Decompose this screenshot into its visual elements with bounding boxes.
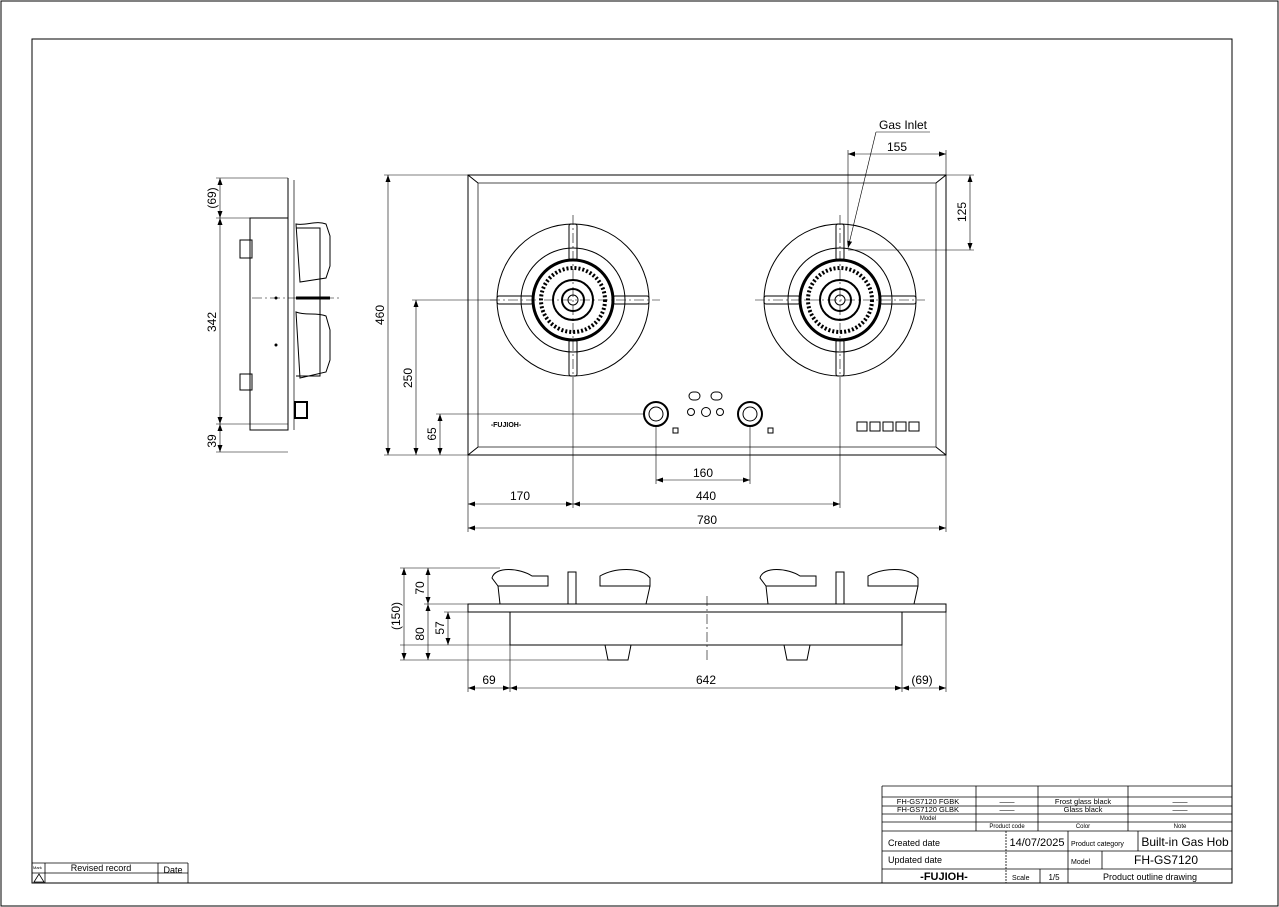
left-knob [643, 401, 669, 427]
drawing-title: Product outline drawing [1103, 872, 1197, 882]
front-view [400, 567, 947, 692]
row1-color: Frost glass black [1055, 797, 1112, 806]
revision-block-text: Mark Revised record Date [33, 863, 183, 875]
revision-block [32, 862, 189, 883]
revision-date-label: Date [163, 865, 182, 875]
gas-inlet-label: Gas Inlet [879, 118, 928, 132]
row1-code: —— [1000, 797, 1016, 806]
dim-440: 440 [696, 489, 716, 503]
revision-mark-label: Mark [33, 865, 42, 870]
side-view-labels: (69) 342 39 [205, 187, 219, 447]
side-dim-39: 39 [205, 434, 219, 448]
hob-glass-bevel [477, 182, 937, 448]
side-view [216, 177, 340, 453]
category-value: Built-in Gas Hob [1141, 835, 1229, 849]
front-dim-80: 80 [413, 627, 427, 641]
row2-model: FH-GS7120 GLBK [897, 805, 959, 814]
row2-code: —— [1000, 805, 1016, 814]
hob-brand-mark: -FUJIOH- [491, 422, 522, 429]
title-block-text: FH-GS7120 FGBK —— Frost glass black —— F… [888, 797, 1229, 883]
front-dim-57: 57 [433, 621, 447, 635]
dim-780: 780 [697, 513, 717, 527]
created-label: Created date [888, 838, 940, 848]
row1-note: —— [1173, 797, 1189, 806]
front-dim-69b: (69) [911, 673, 932, 687]
updated-label: Updated date [888, 855, 942, 865]
front-dim-150: (150) [389, 602, 403, 630]
drawing-frame [31, 38, 1233, 884]
revision-record-label: Revised record [71, 863, 132, 873]
title-brand: -FUJIOH- [920, 871, 968, 883]
model-value: FH-GS7120 [1134, 853, 1198, 867]
dim-155: 155 [887, 140, 907, 154]
dim-160: 160 [693, 466, 713, 480]
side-dim-342: 342 [205, 312, 219, 332]
dim-250: 250 [401, 368, 415, 388]
dim-65: 65 [425, 427, 439, 441]
row2-color: Glass black [1064, 805, 1103, 814]
model-label: Model [1071, 859, 1091, 866]
dim-125: 125 [955, 202, 969, 222]
front-view-labels: (150) 70 80 57 69 642 (69) [389, 581, 933, 687]
hob-glass-outline [467, 174, 947, 456]
row1-model: FH-GS7120 FGBK [897, 797, 960, 806]
scale-label: Scale [1012, 875, 1030, 882]
front-dim-642: 642 [696, 673, 716, 687]
front-dim-69: 69 [482, 673, 496, 687]
top-view [384, 131, 974, 532]
header-note: Note [1174, 824, 1187, 830]
top-view-labels: 780 440 170 160 460 250 65 155 125 Gas I… [373, 118, 969, 527]
front-dim-70: 70 [413, 581, 427, 595]
dim-170: 170 [510, 489, 530, 503]
certification-marks [856, 421, 920, 432]
right-knob [737, 401, 763, 427]
created-value: 14/07/2025 [1009, 837, 1064, 849]
header-model: Model [920, 816, 936, 822]
title-block [881, 785, 1232, 883]
side-dim-69: (69) [205, 187, 219, 208]
header-code: Product code [989, 824, 1025, 830]
row2-note: —— [1173, 805, 1189, 814]
header-color: Color [1076, 824, 1090, 830]
dim-460: 460 [373, 305, 387, 325]
category-label: Product category [1071, 841, 1124, 848]
scale-value: 1/5 [1048, 873, 1060, 882]
